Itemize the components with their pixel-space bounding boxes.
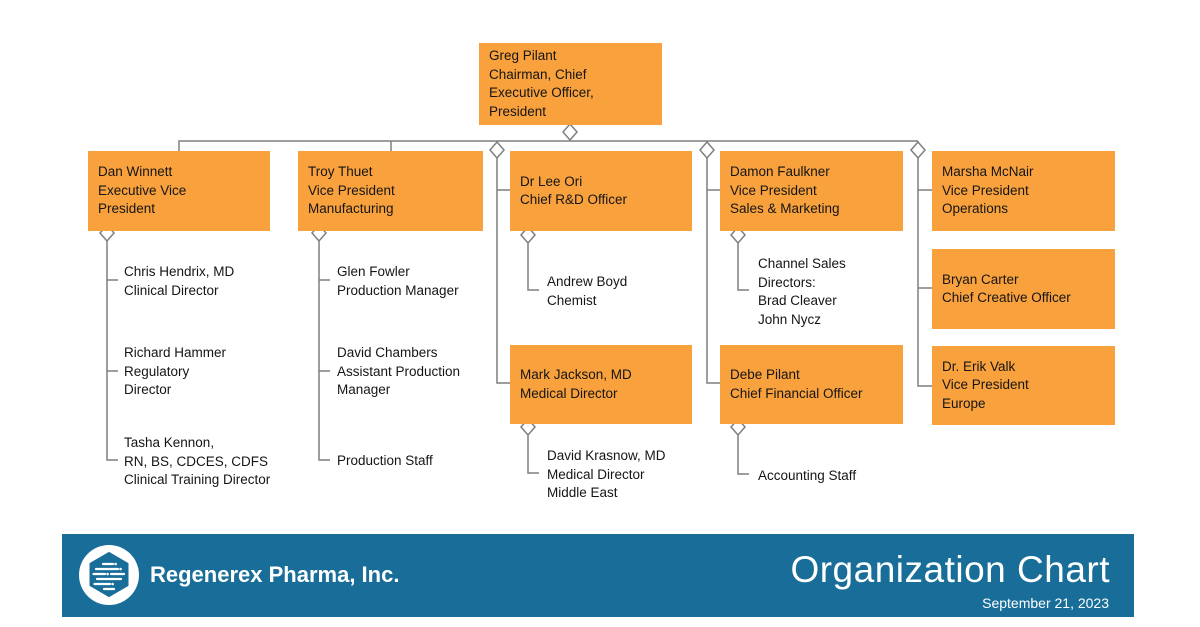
org-node-dan-winnett: Dan Winnett Executive Vice President [88, 151, 270, 231]
diamond-icon-greg [562, 122, 578, 142]
connector-spine-lee [527, 243, 539, 291]
connector-drop-operations [917, 141, 932, 387]
diamond-icon-drop-rnd [489, 140, 505, 160]
company-logo [79, 545, 139, 605]
staff-label-accounting-staff: Accounting Staff [758, 468, 857, 483]
org-node-lee-ori: Dr Lee Ori Chief R&D Officer [510, 151, 692, 231]
connector-spine-dan [106, 241, 118, 461]
company-name: Regenerex Pharma, Inc. [150, 562, 400, 587]
page-title: Organization Chart [790, 549, 1110, 590]
connector-main-rail [178, 140, 918, 152]
staff-label-glen-fowler: Glen Fowler Production Manager [337, 264, 459, 298]
diamond-icon-drop-sales [699, 140, 715, 160]
staff-label-production-staff: Production Staff [337, 453, 433, 468]
diamond-icon-drop-operations [910, 140, 926, 160]
staff-label-andrew-boyd: Andrew Boyd Chemist [547, 274, 628, 308]
staff-label-channel-sales: Channel Sales Directors: Brad Cleaver Jo… [758, 256, 846, 327]
connector-drop-sales [706, 141, 720, 384]
org-node-bryan-carter: Bryan Carter Chief Creative Officer [932, 249, 1115, 329]
org-node-damon-faulkner: Damon Faulkner Vice President Sales & Ma… [720, 151, 903, 231]
diamond-icon-damon [730, 225, 746, 245]
connector-spine-mark [527, 435, 539, 474]
org-node-troy-thuet: Troy Thuet Vice President Manufacturing [298, 151, 483, 231]
org-node-erik-valk: Dr. Erik Valk Vice President Europe [932, 346, 1115, 425]
chart-date: September 21, 2023 [982, 595, 1109, 611]
connector-spine-damon [737, 243, 749, 291]
staff-label-david-chambers: David Chambers Assistant Production Mana… [337, 345, 461, 397]
org-node-greg-pilant: Greg Pilant Chairman, Chief Executive Of… [479, 43, 662, 125]
connector-spine-debe [737, 435, 749, 475]
connector-drop-rnd [496, 141, 510, 384]
org-node-marsha-mcnair: Marsha McNair Vice President Operations [932, 151, 1115, 231]
hexagon-dna-circuit-icon [89, 552, 129, 597]
staff-label-richard-hammer: Richard Hammer Regulatory Director [124, 345, 227, 397]
diamond-icon-lee [520, 225, 536, 245]
org-node-mark-jackson: Mark Jackson, MD Medical Director [510, 345, 692, 424]
staff-label-tasha-kennon: Tasha Kennon, RN, BS, CDCES, CDFS Clinic… [124, 435, 271, 487]
footer-banner: Regenerex Pharma, Inc. Organization Char… [62, 534, 1134, 617]
connector-spine-troy [318, 241, 330, 461]
org-node-debe-pilant: Debe Pilant Chief Financial Officer [720, 345, 903, 424]
staff-label-chris-hendrix: Chris Hendrix, MD Clinical Director [124, 264, 235, 298]
staff-label-david-krasnow: David Krasnow, MD Medical Director Middl… [547, 448, 666, 500]
